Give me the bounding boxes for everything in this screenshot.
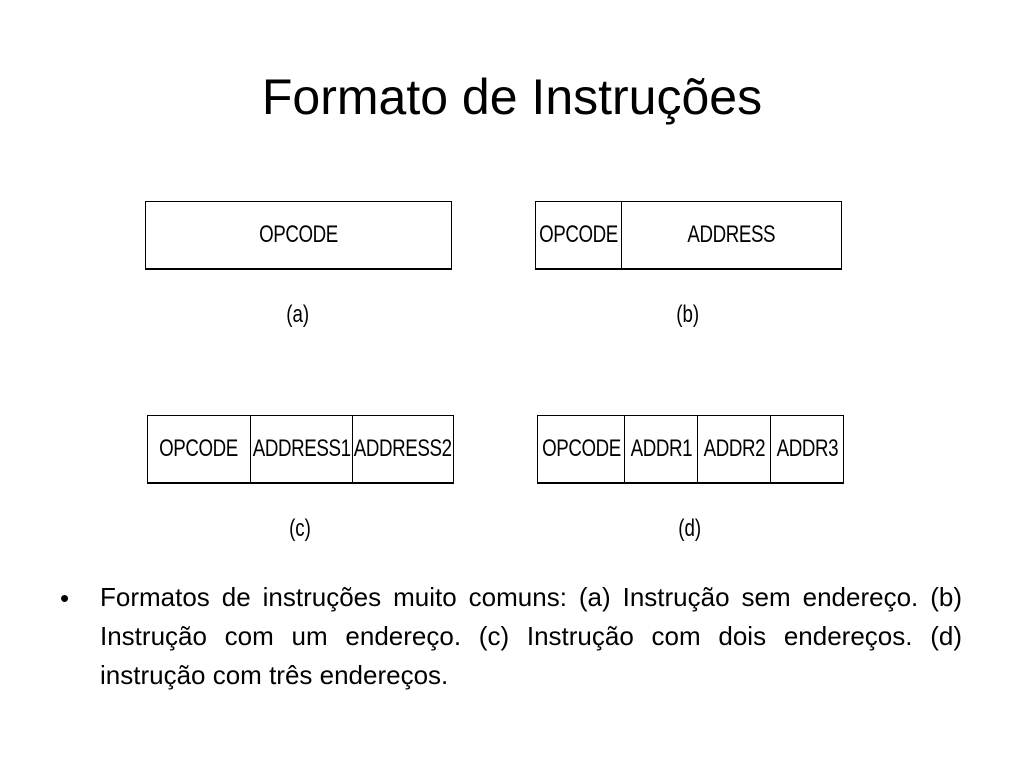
- format-a-box: OPCODE: [145, 201, 452, 270]
- bullet-dot: •: [60, 583, 70, 613]
- format-d-field-opcode: OPCODE: [538, 416, 625, 482]
- format-b-field-address: ADDRESS: [687, 221, 776, 248]
- format-a-caption: (a): [286, 301, 310, 328]
- format-d-field-addr1: ADDR1: [625, 416, 698, 482]
- format-c-field-opcode: OPCODE: [148, 416, 251, 482]
- format-c-field-address1: ADDRESS1: [251, 416, 353, 482]
- format-c-box: OPCODE ADDRESS1 ADDRESS2: [147, 415, 454, 484]
- format-d-box: OPCODE ADDR1 ADDR2 ADDR3: [537, 415, 844, 484]
- format-a-field-opcode: OPCODE: [259, 221, 338, 248]
- format-b-caption: (b): [676, 301, 700, 328]
- format-c-field-address2: ADDRESS2: [354, 435, 452, 462]
- slide-title: Formato de Instruções: [261, 69, 763, 125]
- format-c-caption: (c): [289, 515, 311, 542]
- format-d-field-addr2: ADDR2: [698, 416, 771, 482]
- bullet-text: Formatos de instruções muito comuns: (a)…: [100, 582, 962, 690]
- format-d-caption: (d): [678, 515, 702, 542]
- format-d-field-addr3: ADDR3: [776, 435, 838, 462]
- format-b-field-opcode: OPCODE: [536, 202, 622, 268]
- format-b-box: OPCODE ADDRESS: [535, 201, 842, 270]
